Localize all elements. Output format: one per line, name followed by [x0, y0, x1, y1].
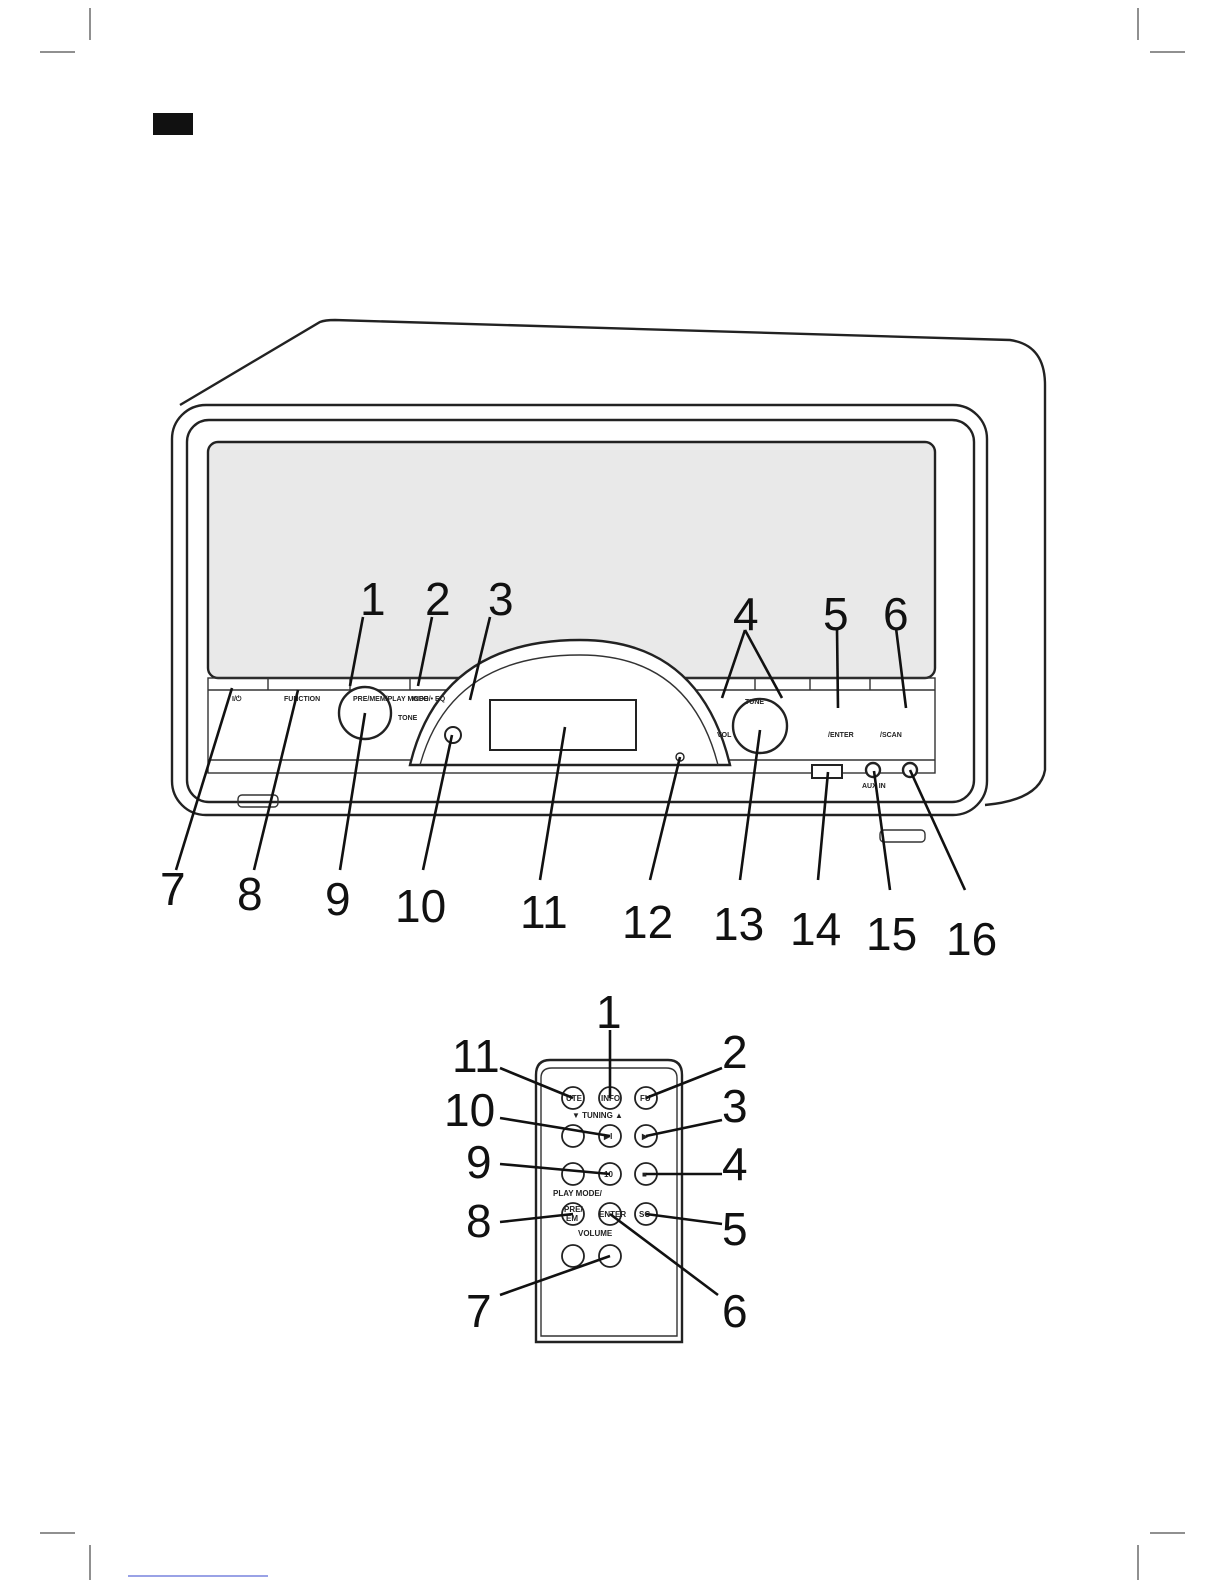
callout-13: 13: [713, 898, 764, 950]
callout-1: 1: [360, 573, 386, 625]
label-enter: /ENTER: [828, 732, 854, 739]
callout-11: 11: [520, 886, 568, 938]
crop-marks: [40, 8, 1185, 1580]
svg-text:VOLUME: VOLUME: [578, 1229, 613, 1238]
standby-led: [445, 727, 461, 743]
label-function: FUNCTION: [284, 696, 320, 703]
label-infoeq: INFO/• EQ: [412, 696, 446, 703]
label-vol: VOL: [717, 732, 732, 739]
label-auxin: AUX IN: [862, 783, 886, 790]
callout-9: 9: [325, 873, 351, 925]
remote-callout-7: 7: [466, 1285, 492, 1337]
label-tune: TUNE: [745, 699, 764, 706]
callout-5: 5: [823, 588, 849, 640]
callout-2: 2: [425, 573, 451, 625]
remote-callout-11: 11: [452, 1030, 500, 1082]
volume-knob[interactable]: [733, 699, 787, 753]
svg-text:▼ TUNING ▲: ▼ TUNING ▲: [572, 1111, 623, 1120]
callout-14: 14: [790, 903, 841, 955]
callout-6: 6: [883, 588, 909, 640]
svg-text:PLAY MODE/: PLAY MODE/: [553, 1189, 603, 1198]
callout-12: 12: [622, 896, 673, 948]
remote-callout-4: 4: [722, 1138, 748, 1190]
callout-8: 8: [237, 868, 263, 920]
remote-callout-3: 3: [722, 1080, 748, 1132]
label-tone: TONE: [398, 715, 418, 722]
callout-3: 3: [488, 573, 514, 625]
callout-4: 4: [733, 588, 759, 640]
remote-callout-5: 5: [722, 1203, 748, 1255]
label-scan: /SCAN: [880, 732, 902, 739]
callout-7: 7: [160, 863, 186, 915]
callout-10: 10: [395, 880, 446, 932]
remote-callout-8: 8: [466, 1195, 492, 1247]
remote-num-button[interactable]: [562, 1163, 584, 1185]
callout-15: 15: [866, 908, 917, 960]
remote-control: UTE INFO FU ▼ TUNING ▲ ▶I ▶ 10 ■ PLAY MO…: [536, 1060, 682, 1342]
callout-16: 16: [946, 913, 997, 965]
language-tab: [153, 113, 193, 135]
label-standby: I/⏻: [232, 695, 242, 703]
remote-callout-1: 1: [596, 986, 622, 1038]
svg-text:PRE/: PRE/: [564, 1205, 583, 1214]
aux-in-jack: [866, 763, 880, 777]
remote-vol-minus-button[interactable]: [562, 1245, 584, 1267]
foot-right: [880, 830, 925, 842]
radio-unit: I/⏻ FUNCTION PRE/MEM/PLAY MODE INFO/• EQ…: [172, 320, 1045, 842]
remote-callout-2: 2: [722, 1026, 748, 1078]
remote-callout-9: 9: [466, 1136, 492, 1188]
remote-callout-6: 6: [722, 1285, 748, 1337]
remote-callout-10: 10: [444, 1084, 495, 1136]
